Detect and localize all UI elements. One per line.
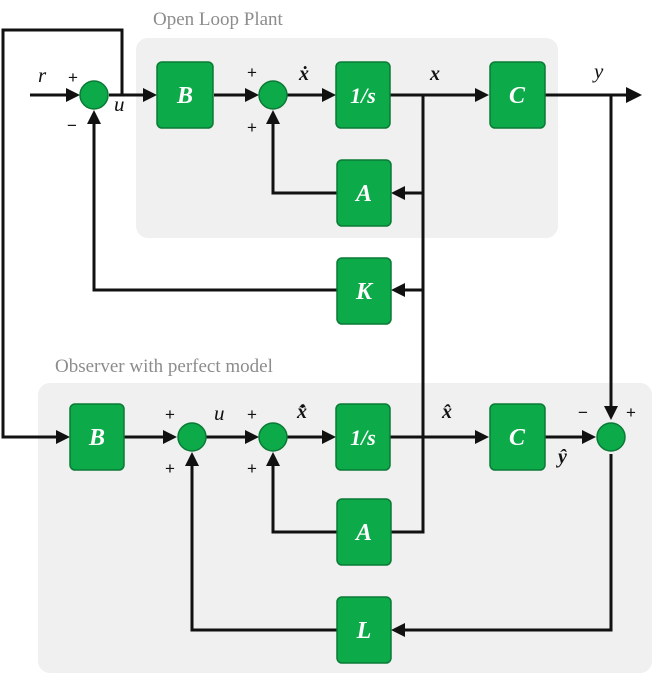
arrow-int-to-C <box>475 88 489 102</box>
signal-u-obs-label: u <box>214 401 225 425</box>
signal-y-label: y <box>592 59 604 83</box>
arrow-obsB-to-s3 <box>163 430 177 444</box>
arrow-obsA-to-s4 <box>266 452 280 466</box>
signal-x-label: x <box>429 63 440 85</box>
arrow-s3-to-s4 <box>245 430 259 444</box>
sign-s4-bottom: + <box>247 459 257 478</box>
block-obs-A-label: A <box>354 520 372 546</box>
plant-region-title: Open Loop Plant <box>153 9 284 30</box>
arrow-y-to-s5 <box>604 406 618 420</box>
arrow-s5-to-L <box>391 623 405 637</box>
arrow-u-to-obs-B <box>56 430 70 444</box>
wire-K-to-s1 <box>92 122 337 292</box>
signal-u-plant-label: u <box>114 92 125 116</box>
sum-junction-s2 <box>258 80 288 110</box>
wire-L-to-s3 <box>190 464 337 632</box>
block-plant-C: C <box>489 61 546 129</box>
sign-s2-top: + <box>247 63 257 82</box>
arrow-A-to-s2 <box>266 110 280 124</box>
signal-xhat-label: x̂ <box>441 401 452 423</box>
wire-u-to-observer <box>1 28 124 439</box>
signal-xhat-dot-label: x̂̇ <box>296 401 307 423</box>
arrow-K-to-s1 <box>87 110 101 124</box>
arrow-x-to-A <box>391 186 405 200</box>
sum-junction-s5 <box>596 422 626 452</box>
block-obs-B: B <box>69 403 125 471</box>
block-obs-B-label: B <box>88 425 105 451</box>
arrow-L-to-s3 <box>185 452 199 466</box>
observer-region-title: Observer with perfect model <box>55 356 273 377</box>
block-gain-L: L <box>336 596 392 664</box>
block-obs-C: C <box>489 403 546 471</box>
sign-s3-bottom: + <box>165 459 175 478</box>
block-obs-integrator: 1/s <box>335 403 391 471</box>
sign-s1-ref: + <box>68 68 78 87</box>
arrow-obsC-to-s5 <box>582 430 596 444</box>
block-plant-A: A <box>336 159 392 227</box>
arrow-obs-int-to-C <box>475 430 489 444</box>
block-obs-integrator-label: 1/s <box>350 425 376 450</box>
plant-region <box>136 38 558 238</box>
arrow-s1-to-B <box>143 88 157 102</box>
arrow-s4-to-obs-int <box>322 430 336 444</box>
sign-s3-top: + <box>165 405 175 424</box>
wire-xhat-to-A <box>391 437 425 534</box>
sum-junction-s1 <box>79 80 109 110</box>
block-plant-B-label: B <box>176 83 193 109</box>
arrow-B-to-s2 <box>245 88 259 102</box>
wire-s5-to-L <box>403 454 613 632</box>
block-gain-K-label: K <box>355 279 374 305</box>
sign-s5-left: − <box>578 403 588 422</box>
sum-junction-s4 <box>258 422 288 452</box>
block-gain-K: K <box>336 257 392 325</box>
sign-s1-fb: − <box>67 116 77 135</box>
wire-A-to-s2 <box>271 122 337 195</box>
arrow-y-out <box>626 87 642 103</box>
signal-xdot-label: ẋ <box>298 63 309 85</box>
block-gain-L-label: L <box>356 618 372 644</box>
block-obs-A: A <box>336 498 392 566</box>
sign-s4-top: + <box>247 405 257 424</box>
signal-r-label: r <box>38 63 47 87</box>
sign-s2-bottom: + <box>247 118 257 137</box>
block-plant-C-label: C <box>509 83 526 109</box>
block-plant-A-label: A <box>354 181 372 207</box>
arrow-r-to-s1 <box>66 88 80 102</box>
block-plant-B: B <box>156 61 214 129</box>
sum-junction-s3 <box>177 422 207 452</box>
block-plant-integrator-label: 1/s <box>350 83 376 108</box>
block-obs-C-label: C <box>509 425 526 451</box>
arrow-s2-to-int <box>322 88 336 102</box>
block-plant-integrator: 1/s <box>335 61 391 129</box>
wire-obsA-to-s4 <box>271 464 337 534</box>
arrow-x-to-K <box>391 283 405 297</box>
sign-s5-right: + <box>626 403 636 422</box>
signal-yhat-label: ŷ <box>556 446 567 468</box>
